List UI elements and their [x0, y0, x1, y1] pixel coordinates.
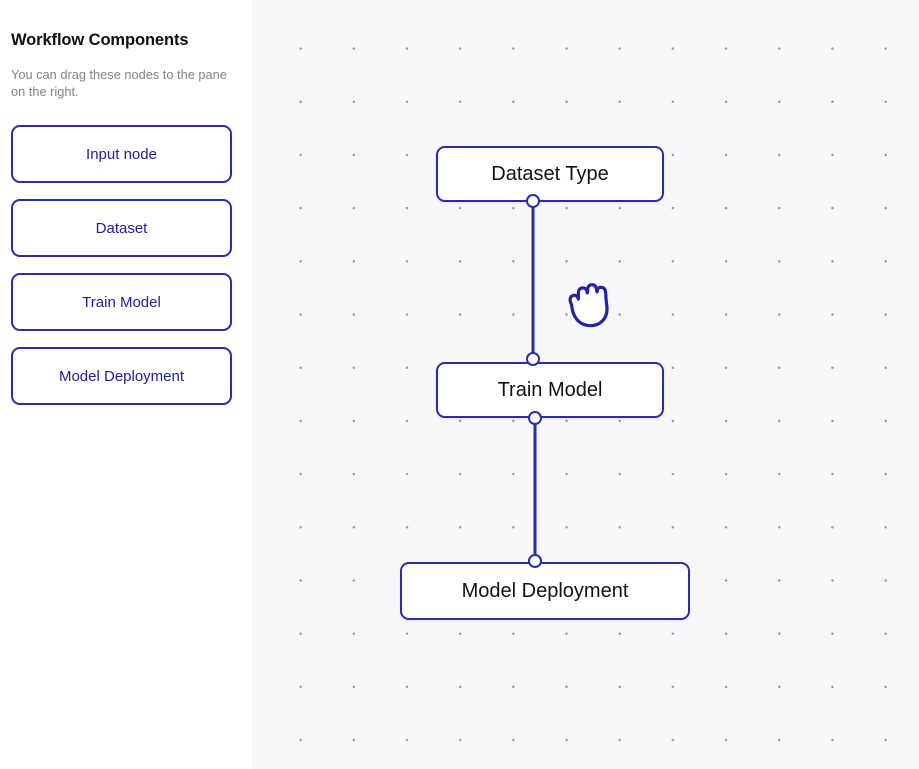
palette-item-train-model[interactable]: Train Model	[11, 273, 232, 331]
sidebar-description: You can drag these nodes to the pane on …	[11, 67, 227, 99]
sidebar: Workflow Components You can drag these n…	[0, 0, 252, 769]
node-handle-target-model-deployment[interactable]	[528, 554, 542, 568]
node-handle-target-train-model[interactable]	[526, 352, 540, 366]
node-handle-source-train-model[interactable]	[528, 411, 542, 425]
flow-node-label: Model Deployment	[461, 579, 629, 602]
grab-hand-icon	[568, 283, 609, 328]
palette-item-model-deployment[interactable]: Model Deployment	[11, 347, 232, 405]
flow-node-train-model[interactable]: Train Model	[436, 362, 664, 418]
flow-node-label: Dataset Type	[491, 162, 609, 185]
flow-canvas[interactable]: Dataset Type Train Model Model Deploymen…	[252, 0, 919, 769]
flow-node-model-deployment[interactable]: Model Deployment	[400, 562, 690, 620]
component-palette: Input node Dataset Train Model Model Dep…	[11, 125, 232, 405]
flow-node-dataset-type[interactable]: Dataset Type	[436, 146, 664, 202]
node-handle-source-dataset-type[interactable]	[526, 194, 540, 208]
palette-item-input-node[interactable]: Input node	[11, 125, 232, 183]
palette-item-dataset[interactable]: Dataset	[11, 199, 232, 257]
flow-node-label: Train Model	[497, 378, 603, 401]
page-title: Workflow Components	[11, 31, 189, 49]
